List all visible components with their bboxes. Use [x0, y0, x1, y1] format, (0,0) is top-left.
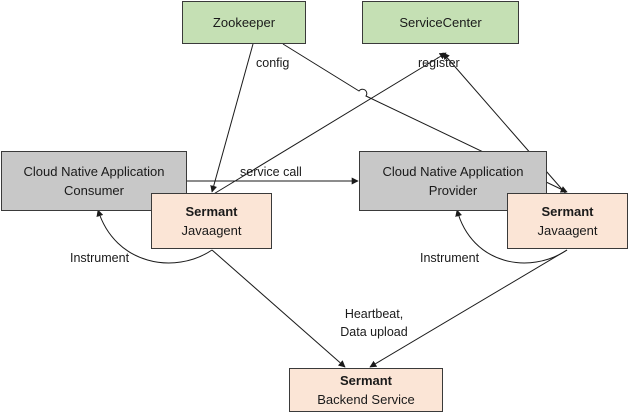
service-center-node: ServiceCenter: [362, 1, 519, 44]
heartbeat-line-right: [369, 249, 568, 368]
config-line-left: [210, 43, 254, 193]
javaagent-label-left: Javaagent: [181, 223, 242, 238]
config-label: config: [256, 56, 290, 70]
zookeeper-label: Zookeeper: [212, 15, 276, 30]
sermant-javaagent-left: Sermant Javaagent: [151, 193, 272, 249]
service-call-label: service call: [240, 165, 302, 179]
register-line-left: [211, 52, 447, 196]
heartbeat-line-left: [211, 249, 346, 368]
config-line-right: [282, 43, 568, 193]
register-label: register: [418, 56, 460, 70]
sermant-title-left: Sermant: [185, 204, 238, 219]
heartbeat-label: Heartbeat, Data upload: [326, 307, 422, 340]
consumer-label-line2: Consumer: [64, 183, 124, 198]
service-center-label: ServiceCenter: [399, 15, 482, 30]
javaagent-label-right: Javaagent: [537, 223, 598, 238]
provider-label-line2: Provider: [428, 183, 478, 198]
sermant-title-right: Sermant: [541, 204, 594, 219]
provider-label-line1: Cloud Native Application: [382, 164, 524, 179]
zookeeper-node: Zookeeper: [182, 1, 306, 44]
backend-service-label: Backend Service: [317, 392, 415, 407]
sermant-title-backend: Sermant: [339, 373, 393, 388]
instrument-label-right: Instrument: [420, 251, 480, 265]
heartbeat-label-line2: Data upload: [340, 325, 408, 339]
heartbeat-label-line1: Heartbeat,: [344, 307, 404, 321]
instrument-curve-right: [455, 209, 568, 264]
sermant-backend-node: Sermant Backend Service: [289, 368, 443, 412]
consumer-label-line1: Cloud Native Application: [23, 164, 165, 179]
instrument-label-left: Instrument: [70, 251, 130, 265]
sermant-javaagent-right: Sermant Javaagent: [507, 193, 628, 249]
instrument-curve-left: [96, 209, 213, 264]
